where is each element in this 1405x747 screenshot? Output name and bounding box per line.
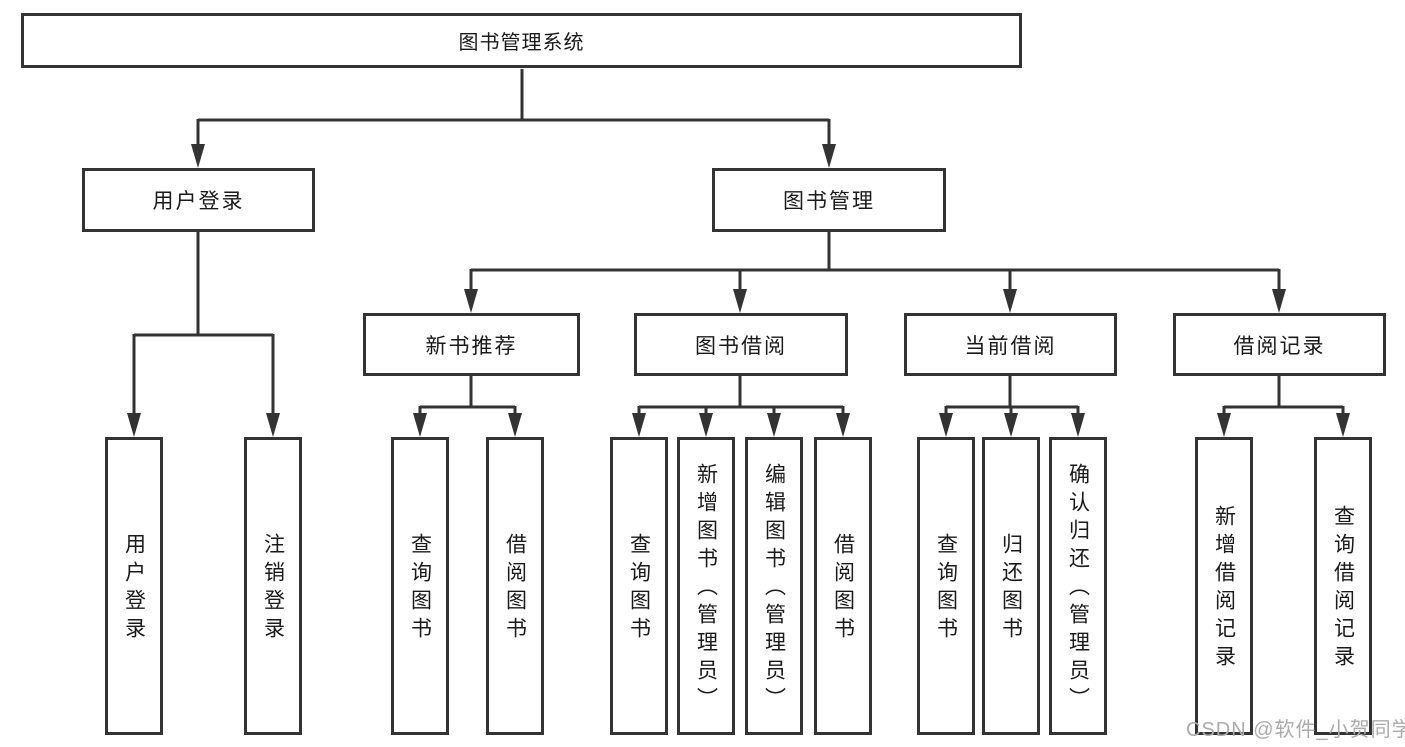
node-user-login: 用户登录 xyxy=(82,168,315,232)
node-book-management: 图书管理 xyxy=(712,168,946,232)
leaf-borrow-books: 借阅图书 xyxy=(814,437,872,735)
leaf-return-books: 归还图书 xyxy=(982,437,1040,735)
leaf-logout: 注销登录 xyxy=(244,437,302,735)
leaf-user-login: 用户登录 xyxy=(105,437,163,735)
leaf-add-borrow-record: 新增借阅记录 xyxy=(1195,437,1253,735)
leaf-query-books-recommend: 查询图书 xyxy=(391,437,449,735)
leaf-edit-books-admin: 编辑图书（管理员） xyxy=(745,437,803,735)
node-current-borrowing: 当前借阅 xyxy=(904,313,1117,376)
node-library-management-system: 图书管理系统 xyxy=(21,13,1022,68)
leaf-query-books-current: 查询图书 xyxy=(917,437,975,735)
leaf-add-books-admin: 新增图书（管理员） xyxy=(677,437,735,735)
node-book-borrowing: 图书借阅 xyxy=(634,313,848,376)
node-new-book-recommendation: 新书推荐 xyxy=(363,313,580,376)
node-borrowing-records: 借阅记录 xyxy=(1173,313,1386,376)
leaf-query-borrow-record: 查询借阅记录 xyxy=(1314,437,1372,735)
csdn-watermark: CSDN @软件_小贺同学 xyxy=(1186,719,1405,741)
leaf-query-books-borrowing: 查询图书 xyxy=(610,437,668,735)
leaf-confirm-return-admin: 确认归还（管理员） xyxy=(1049,437,1107,735)
leaf-borrow-books-recommend: 借阅图书 xyxy=(486,437,544,735)
